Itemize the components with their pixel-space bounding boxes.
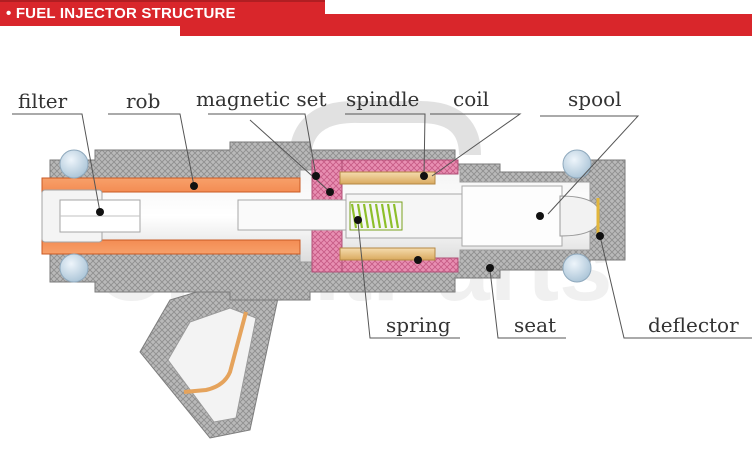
leader-spindle [345,113,426,177]
leader-magnetic-set [208,113,317,177]
side-inlet [139,281,279,439]
dot-coil-bottom [414,256,422,264]
label-deflector: deflector [648,313,739,337]
spindle-assembly [237,185,563,247]
spool-assembly [559,195,601,237]
leader-deflector [599,235,752,339]
header-title: • FUEL INJECTOR STRUCTURE [6,5,236,22]
leader-spring [357,221,460,339]
leader-seat [489,269,566,339]
coil-winding-bottom [339,247,436,261]
label-spring: spring [386,313,451,337]
header-title-bg [0,0,325,26]
watermark-arc [289,100,481,161]
label-seat: seat [514,313,556,337]
side-inlet-wire [183,311,248,394]
leader-filter [12,113,101,213]
leader-dots [96,172,604,272]
dot-spring [354,216,362,224]
header-top-line [0,0,325,2]
leader-rob [108,113,195,187]
o-rings [59,149,592,283]
leader-spool [540,115,640,215]
label-rob: rob [126,89,160,113]
dot-spindle [420,172,428,180]
leader-lines [12,113,752,339]
label-spool: spool [568,87,622,111]
dot-deflector [596,232,604,240]
dot-magnetic-set [312,172,320,180]
label-spindle: spindle [346,87,419,111]
dot-filter [96,208,104,216]
rod-assembly [41,177,301,255]
label-filter: filter [18,89,68,113]
part-labels: filter rob magnetic set spindle coil spo… [18,87,739,337]
leader-magnetic-set-2 [249,119,331,193]
dot-magnetic-set-2 [326,188,334,196]
label-coil: coil [453,87,489,111]
header-bar: • FUEL INJECTOR STRUCTURE [0,0,752,36]
coil-winding-top [339,171,436,185]
spring-coil [350,203,400,229]
dot-spool [536,212,544,220]
dot-rob [190,182,198,190]
leader-coil [430,113,522,177]
label-magnetic-set: magnetic set [196,87,327,111]
dot-seat [486,264,494,272]
